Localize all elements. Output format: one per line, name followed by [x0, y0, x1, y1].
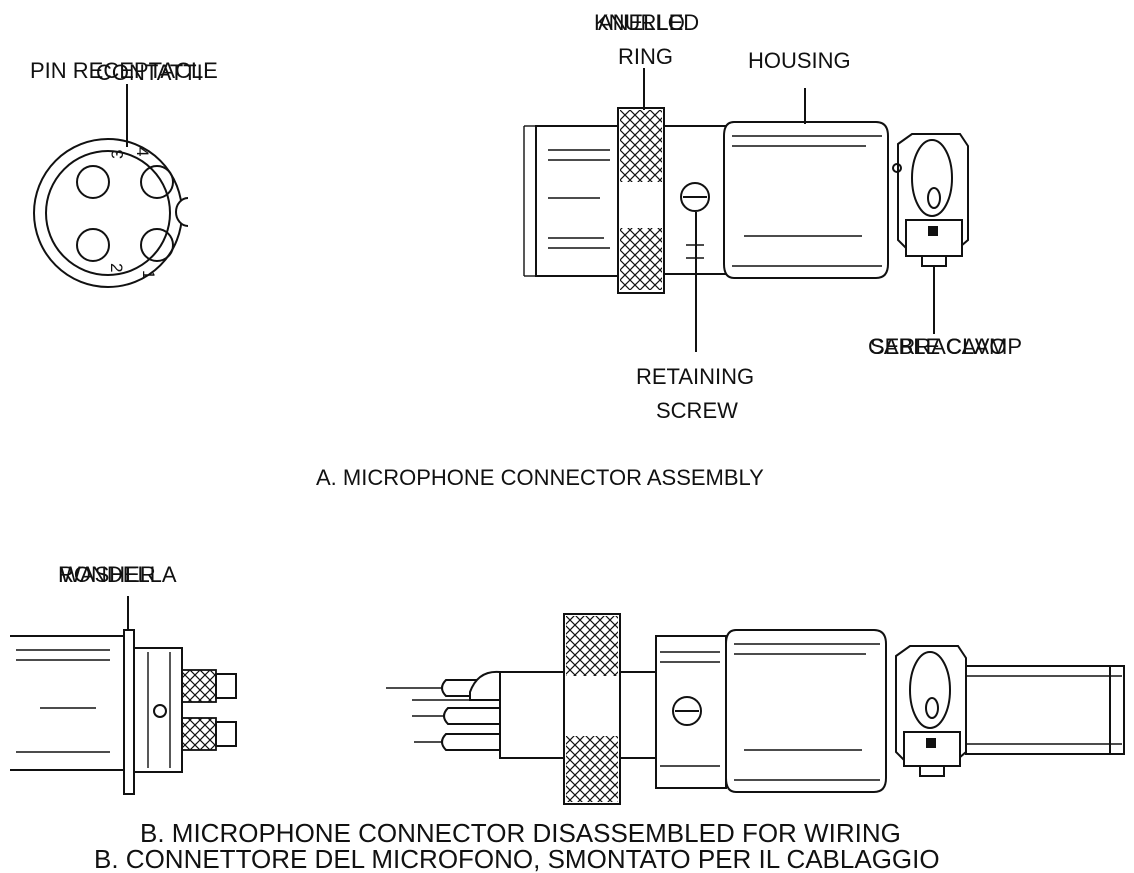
pin-2: [76, 228, 110, 262]
clamp-screw-head: [911, 139, 953, 217]
pin-number-3: 3: [108, 150, 127, 159]
knurl-bottom: [620, 228, 662, 290]
caption-b-italian: B. CONNETTORE DEL MICROFONO, SMONTATO PE…: [94, 844, 940, 873]
pin-number-4: 4: [133, 147, 152, 156]
inner-jacket: [499, 671, 567, 759]
assembled-connector: [523, 107, 969, 294]
serracavo-label: SERRACAVO: [870, 334, 1007, 359]
clamp-screw-head-b: [909, 651, 951, 729]
caption-a: A. MICROPHONE CONNECTOR ASSEMBLY: [316, 465, 764, 490]
knurled-label: KNURLED: [594, 10, 699, 35]
pin-1: [140, 228, 174, 262]
wire-insulation-4: [441, 733, 507, 751]
pin-sleeve-bottom: [181, 717, 217, 751]
housing-b: [725, 629, 887, 793]
washer-label: WASHER: [60, 562, 156, 587]
washer: [123, 629, 135, 795]
anello-label: ANELLO: [598, 10, 685, 35]
cable: [965, 665, 1125, 755]
pin-receptacle-label: PIN RECEPTACLE: [30, 58, 218, 83]
receptacle-keyway: [175, 197, 189, 227]
rondella-label: RONDELLA: [58, 562, 177, 587]
clamp-tab-b: [919, 765, 945, 777]
receptacle-inner-ring: [45, 150, 171, 276]
pin-4: [140, 165, 174, 199]
insert-body: [133, 647, 183, 773]
caption-b-english: B. MICROPHONE CONNECTOR DISASSEMBLED FOR…: [140, 818, 901, 848]
pin-tip-bottom: [215, 721, 237, 747]
knurl-bottom-b: [566, 736, 618, 802]
screw-label: SCREW: [656, 398, 738, 423]
pin-sleeve-top: [181, 669, 217, 703]
knurl-top-b: [566, 616, 618, 676]
pin-number-2: 2: [107, 263, 126, 272]
pin-receptacle-face: 1 2 3 4: [33, 138, 189, 288]
housing: [723, 121, 889, 279]
retaining-screw-b: [672, 696, 702, 726]
ring-label: RING: [618, 44, 673, 69]
clamp-band: [905, 219, 963, 257]
retaining-screw: [680, 182, 710, 212]
cable-clamp-label: CABLE CLAMP: [868, 334, 1022, 359]
plug-body: [535, 125, 619, 277]
clamp-tab: [921, 255, 947, 267]
pin-tip-top: [215, 673, 237, 699]
clamp-band-b: [903, 731, 961, 767]
plug-body-b: [10, 635, 125, 771]
retaining-label: RETAINING: [636, 364, 754, 389]
pin-3: [76, 165, 110, 199]
plug-with-washer: [10, 629, 237, 795]
contatti-label: CONTATTI: [96, 60, 203, 85]
pin-number-1: 1: [139, 270, 158, 279]
disassembled-connector: [386, 613, 1125, 805]
clamp-mark: [928, 226, 938, 236]
knurl-top: [620, 110, 662, 182]
housing-label: HOUSING: [748, 48, 851, 73]
